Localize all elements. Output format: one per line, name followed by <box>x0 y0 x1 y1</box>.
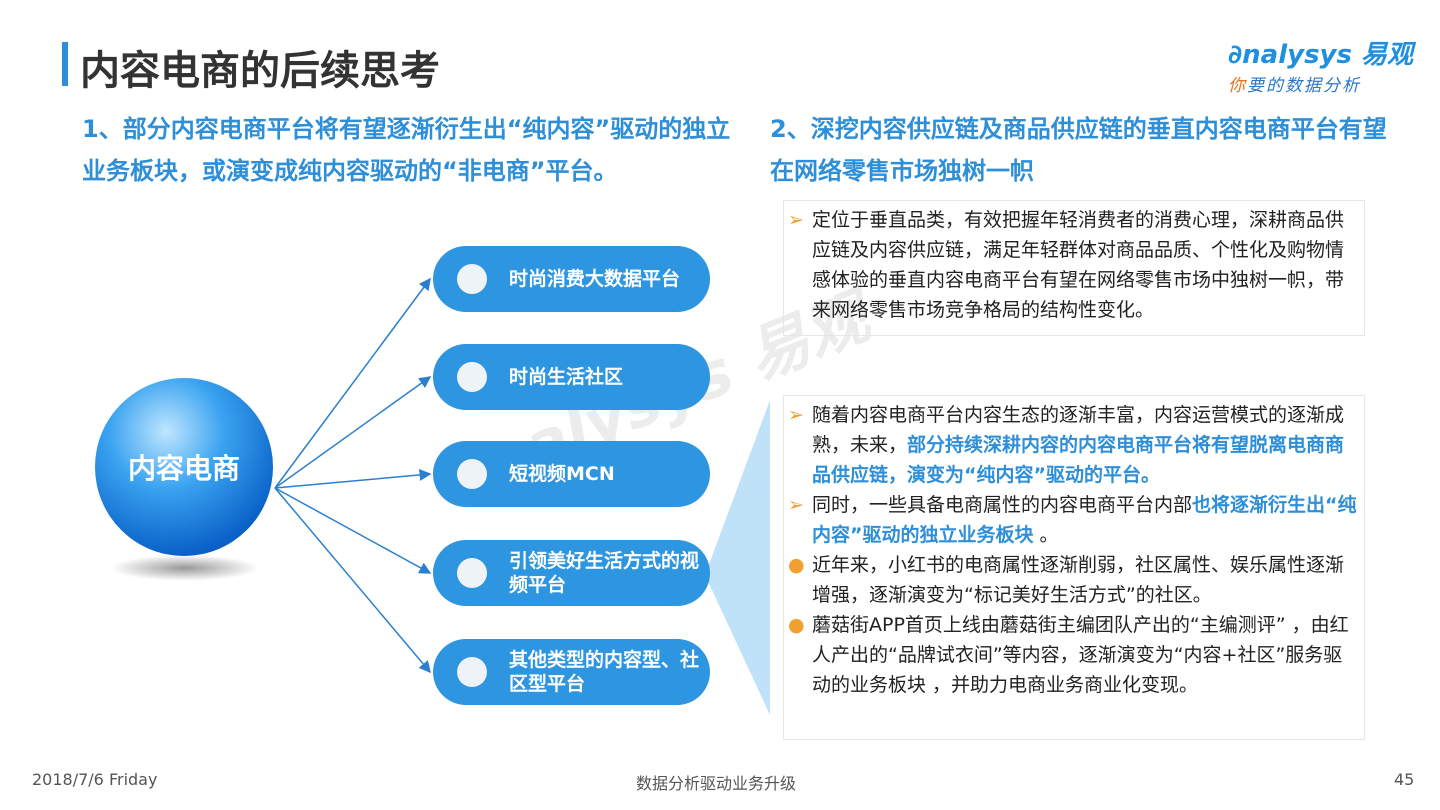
highlight: 也将逐渐衍生出“纯内容”驱动的独立业务板块 <box>812 494 1357 546</box>
footer-date: 2018/7/6 Friday <box>32 770 158 789</box>
branch-pill: 引领美好生活方式的视频平台 <box>433 540 710 606</box>
paragraph: 同时，一些具备电商属性的内容电商平台内部 <box>812 494 1193 516</box>
bullet-circle-icon <box>457 362 487 392</box>
arrow-bullet-icon: ➢ <box>788 404 804 426</box>
page-number: 45 <box>1394 770 1415 789</box>
bullet-circle-icon <box>457 558 487 588</box>
paragraph: 近年来，小红书的电商属性逐渐削弱，社区属性、娱乐属性逐渐增强，逐渐演变为“标记美… <box>812 554 1345 606</box>
arrow-bullet-icon: ➢ <box>788 494 804 516</box>
paragraph: 。 <box>1033 524 1059 546</box>
text-box-content: ➢ 随着内容电商平台内容生态的逐渐丰富，内容运营模式的逐渐成熟，未来，部分持续深耕… <box>783 395 1365 740</box>
callout-wedge <box>705 400 770 715</box>
arrow-bullet-icon: ➢ <box>788 209 804 231</box>
bullet-circle-icon <box>457 264 487 294</box>
subtitle-right: 2、深挖内容供应链及商品供应链的垂直内容电商平台有望在网络零售市场独树一帜 <box>770 115 1387 185</box>
text-box-vertical: ➢ 定位于垂直品类，有效把握年轻消费者的消费心理，深耕商品供应链及内容供应链，满足… <box>783 200 1365 336</box>
title-accent-bar <box>62 42 68 86</box>
dot-bullet-icon: ● <box>788 614 805 636</box>
paragraph: 蘑菇街APP首页上线由蘑菇街主编团队产出的“主编测评” ，由红人产出的“品牌试衣… <box>812 614 1349 696</box>
branch-pill: 时尚消费大数据平台 <box>433 246 710 312</box>
highlight: 部分持续深耕内容的内容电商平台将有望脱离电商商品供应链，演变为“纯内容”驱动的平… <box>812 434 1345 486</box>
dot-bullet-icon: ● <box>788 554 805 576</box>
bullet-circle-icon <box>457 657 487 687</box>
page-title: 内容电商的后续思考 <box>80 48 440 94</box>
sphere-shadow <box>110 555 260 581</box>
branch-pill: 短视频MCN <box>433 441 710 507</box>
subtitle-left: 1、部分内容电商平台将有望逐渐衍生出“纯内容”驱动的独立业务板块，或演变成纯内容… <box>82 115 731 185</box>
logo: ∂nalysys 易观 你要的数据分析 <box>1228 40 1414 96</box>
paragraph: 定位于垂直品类，有效把握年轻消费者的消费心理，深耕商品供应链及内容供应链，满足年… <box>812 209 1345 321</box>
center-sphere: 内容电商 <box>95 378 273 556</box>
paragraph: 随着内容电商平台内容生态的逐渐丰富，内容运营模式的逐渐成熟，未来， <box>812 404 1345 456</box>
branch-pill: 时尚生活社区 <box>433 344 710 410</box>
bullet-circle-icon <box>457 459 487 489</box>
footer-center: 数据分析驱动业务升级 <box>636 774 797 793</box>
branch-pill: 其他类型的内容型、社区型平台 <box>433 639 710 705</box>
